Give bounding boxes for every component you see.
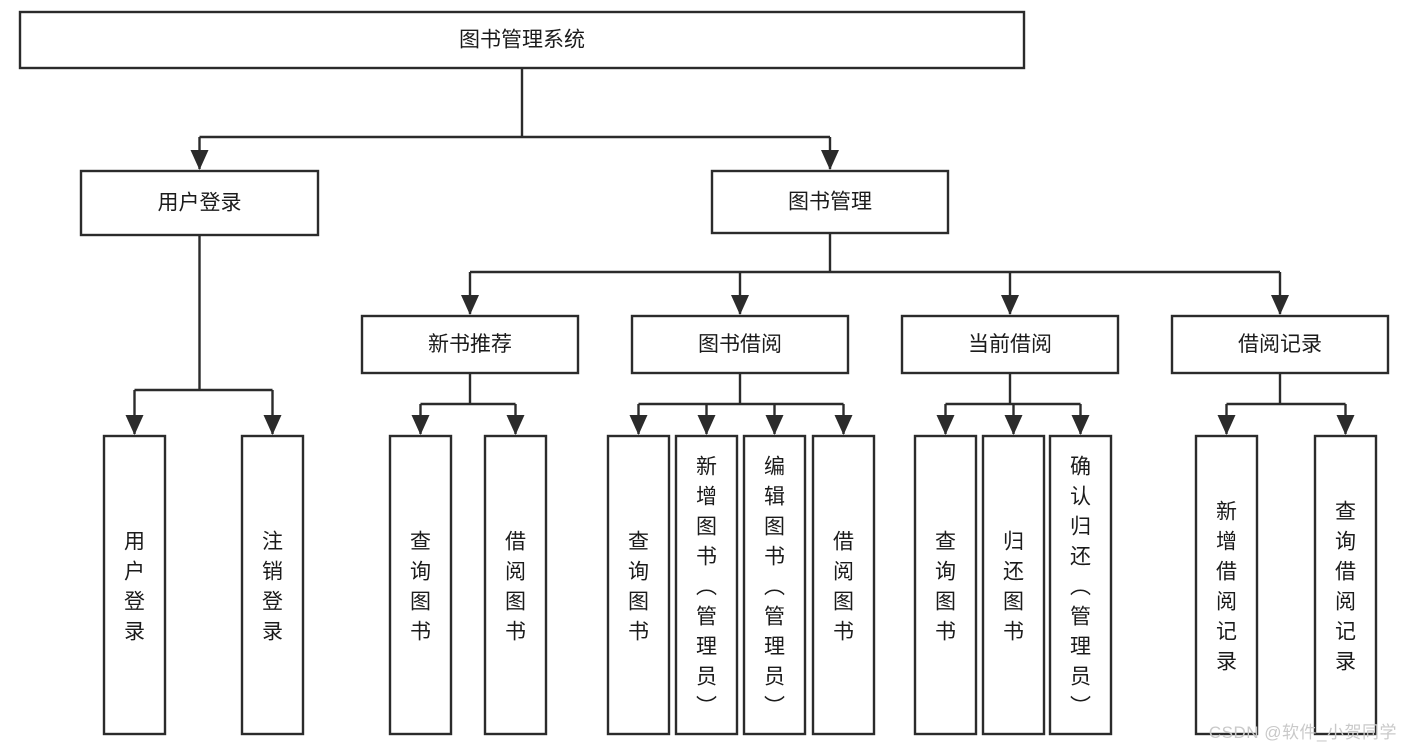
node-box[interactable] <box>240 434 305 736</box>
watermark-text: CSDN @软件_小贺同学 <box>1208 723 1397 742</box>
node-leaf-8[interactable]: 查询图书 <box>913 434 978 736</box>
node-box[interactable] <box>913 434 978 736</box>
node-box[interactable] <box>102 434 167 736</box>
node-level3-2[interactable]: 当前借阅 <box>900 314 1120 375</box>
node-box[interactable] <box>742 434 807 736</box>
node-leaf-6[interactable]: 编辑图书︵管理员︶ <box>742 434 807 736</box>
arrow-head-icon <box>731 295 749 315</box>
node-label: 借阅图书 <box>833 530 854 643</box>
node-label: 查询图书 <box>410 530 431 643</box>
node-level3-3[interactable]: 借阅记录 <box>1170 314 1390 375</box>
node-level3-0[interactable]: 新书推荐 <box>360 314 580 375</box>
node-label: 归还图书 <box>1003 530 1024 643</box>
arrow-head-icon <box>629 415 648 435</box>
node-label: 新增图书︵管理员︶ <box>696 455 717 718</box>
node-label: 新增借阅记录 <box>1216 500 1237 673</box>
node-label: 查询图书 <box>935 530 956 643</box>
node-label: 图书借阅 <box>698 333 782 356</box>
node-label: 新书推荐 <box>428 333 512 356</box>
node-leaf-5[interactable]: 新增图书︵管理员︶ <box>674 434 739 736</box>
node-leaf-0[interactable]: 用户登录 <box>102 434 167 736</box>
arrow-head-icon <box>1071 415 1090 435</box>
node-label: 图书管理系统 <box>459 29 585 52</box>
node-label: 借阅记录 <box>1238 333 1322 356</box>
node-leaf-2[interactable]: 查询图书 <box>388 434 453 736</box>
node-box[interactable] <box>18 10 1026 70</box>
node-box[interactable] <box>710 169 950 235</box>
node-box[interactable] <box>811 434 876 736</box>
node-label: 用户登录 <box>124 530 145 643</box>
node-box[interactable] <box>606 434 671 736</box>
node-label: 查询借阅记录 <box>1335 500 1356 673</box>
arrow-head-icon <box>821 150 839 170</box>
node-box[interactable] <box>674 434 739 736</box>
arrow-head-icon <box>461 295 479 315</box>
node-box[interactable] <box>360 314 580 375</box>
node-label: 注销登录 <box>262 530 283 643</box>
node-leaf-9[interactable]: 归还图书 <box>981 434 1046 736</box>
connector-layer <box>125 68 1355 435</box>
node-label: 确认归还︵管理员︶ <box>1070 455 1091 718</box>
arrow-head-icon <box>1217 415 1236 435</box>
arrow-head-icon <box>125 415 144 435</box>
node-box[interactable] <box>981 434 1046 736</box>
arrow-head-icon <box>834 415 853 435</box>
node-root-0[interactable]: 图书管理系统 <box>18 10 1026 70</box>
node-leaf-3[interactable]: 借阅图书 <box>483 434 548 736</box>
node-box[interactable] <box>900 314 1120 375</box>
node-level2-0[interactable]: 用户登录 <box>79 169 320 237</box>
node-box[interactable] <box>1313 434 1378 736</box>
node-box[interactable] <box>1170 314 1390 375</box>
node-box[interactable] <box>630 314 850 375</box>
node-level2-1[interactable]: 图书管理 <box>710 169 950 235</box>
arrow-head-icon <box>411 415 430 435</box>
node-leaf-7[interactable]: 借阅图书 <box>811 434 876 736</box>
node-box[interactable] <box>79 169 320 237</box>
node-label: 借阅图书 <box>505 530 526 643</box>
arrow-head-icon <box>263 415 282 435</box>
arrow-head-icon <box>506 415 525 435</box>
node-leaf-12[interactable]: 查询借阅记录 <box>1313 434 1378 736</box>
node-label: 查询图书 <box>628 530 649 643</box>
arrow-head-icon <box>697 415 716 435</box>
node-box[interactable] <box>483 434 548 736</box>
arrow-head-icon <box>1001 295 1019 315</box>
node-leaf-4[interactable]: 查询图书 <box>606 434 671 736</box>
node-label: 用户登录 <box>158 192 242 215</box>
arrow-head-icon <box>1271 295 1289 315</box>
node-leaf-11[interactable]: 新增借阅记录 <box>1194 434 1259 736</box>
node-level3-1[interactable]: 图书借阅 <box>630 314 850 375</box>
arrow-head-icon <box>1004 415 1023 435</box>
node-leaf-1[interactable]: 注销登录 <box>240 434 305 736</box>
node-layer: 图书管理系统用户登录图书管理新书推荐图书借阅当前借阅借阅记录用户登录注销登录查询… <box>18 10 1390 736</box>
arrow-head-icon <box>936 415 955 435</box>
node-box[interactable] <box>1194 434 1259 736</box>
arrow-head-icon <box>765 415 784 435</box>
arrow-head-icon <box>1336 415 1355 435</box>
node-label: 编辑图书︵管理员︶ <box>764 455 785 718</box>
node-box[interactable] <box>388 434 453 736</box>
node-box[interactable] <box>1048 434 1113 736</box>
node-label: 图书管理 <box>788 191 872 214</box>
arrow-head-icon <box>190 150 209 170</box>
node-label: 当前借阅 <box>968 333 1052 356</box>
node-leaf-10[interactable]: 确认归还︵管理员︶ <box>1048 434 1113 736</box>
